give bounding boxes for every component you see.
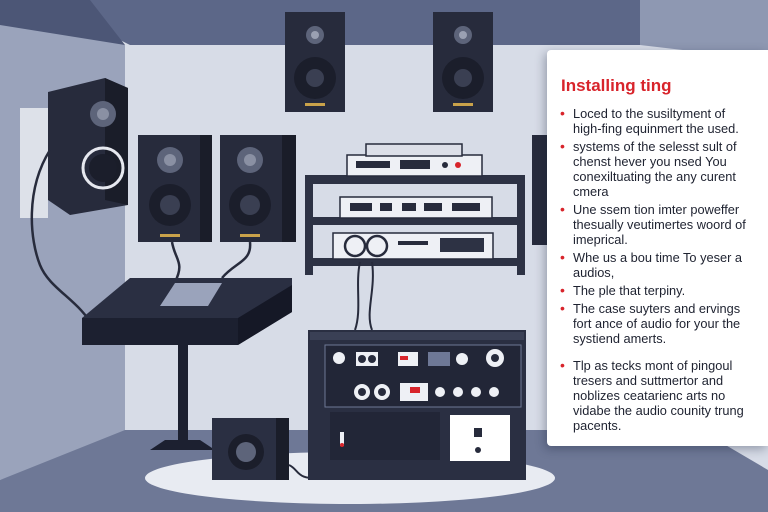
- list-item: Tlp as tecks mont of pingoul tresers and…: [559, 358, 756, 433]
- panel-title: Installing ting: [561, 76, 672, 95]
- ceiling: [0, 0, 768, 45]
- info-panel: Installing ting Loced to the susiltyment…: [547, 50, 768, 446]
- subwoofer: [212, 418, 323, 480]
- mixing-desk: [82, 278, 292, 450]
- left-wall: [0, 0, 125, 480]
- list-item: Loced to the susiltyment of high-fing eq…: [559, 106, 756, 136]
- ceiling-speaker-left: [285, 12, 345, 112]
- list-item: Whe us a bou time To yeser a audios,: [559, 250, 756, 280]
- equipment-rack: [305, 143, 525, 331]
- wall-speaker: [30, 78, 128, 331]
- monitor-speaker-right: [220, 135, 296, 279]
- info-list: Loced to the susiltyment of high-fing eq…: [559, 106, 756, 433]
- ceiling-speaker-right: [433, 12, 493, 112]
- list-item: The ple that terpiny.: [559, 283, 756, 298]
- list-item: systems of the selesst sult of chenst he…: [559, 139, 756, 199]
- list-item: The case suyters and ervings fort ance o…: [559, 301, 756, 346]
- power-amplifier: [308, 330, 526, 480]
- list-item: Une ssem tion imter poweffer thesually v…: [559, 202, 756, 247]
- monitor-speaker-left: [138, 135, 212, 283]
